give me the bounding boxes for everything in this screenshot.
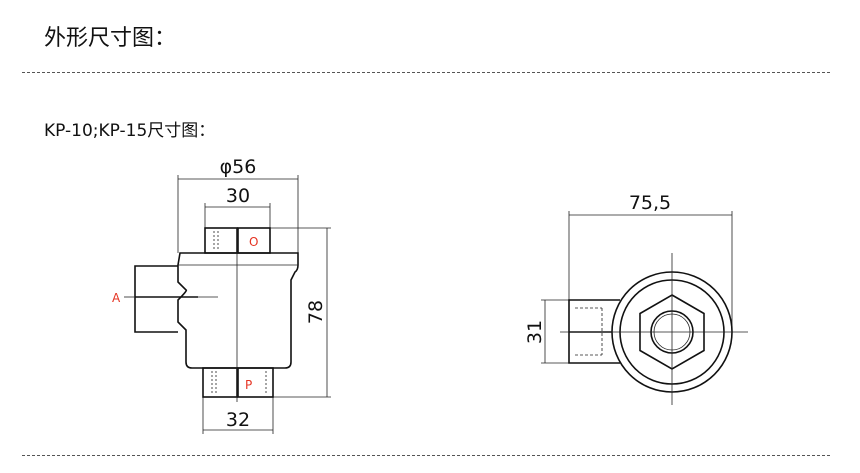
dim-length: 75,5 [629, 192, 671, 214]
divider-top [22, 72, 830, 73]
port-p-label: P [245, 378, 252, 392]
front-view: φ56 30 78 32 O A P [112, 156, 331, 434]
page-title: 外形尺寸图： [44, 26, 177, 51]
port-a-label: A [112, 291, 121, 305]
dim-top-width: 30 [226, 185, 250, 207]
section-subtitle: KP-10;KP-15尺寸图： [44, 121, 216, 141]
port-o-label: O [249, 235, 258, 249]
top-view: 75,5 31 [524, 192, 748, 405]
dim-height: 78 [305, 300, 327, 324]
divider-bottom [22, 455, 830, 456]
dim-bottom-width: 32 [226, 409, 250, 431]
dim-outer-diameter: φ56 [220, 156, 257, 178]
dim-inlet: 31 [524, 320, 546, 344]
